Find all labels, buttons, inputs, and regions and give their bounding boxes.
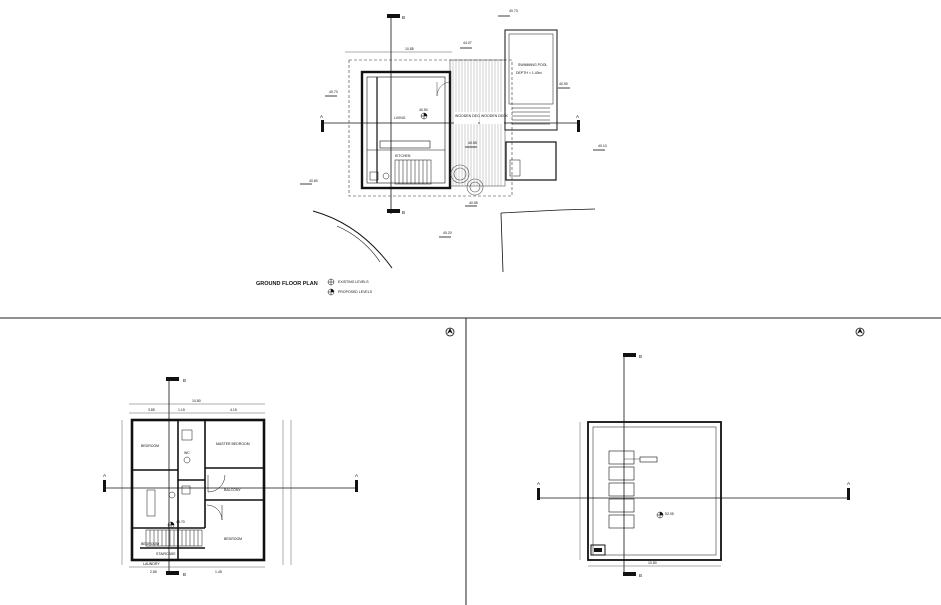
room-laundry: LAUNDRY <box>143 562 160 566</box>
first-section-a-left: A <box>103 473 106 478</box>
legend-existing-icon <box>327 278 335 286</box>
ground-section-b-bottom: B <box>402 210 405 215</box>
first-floor-plan: B B A A 10.80 3.85 1.15 4.15 2.85 1.45 <box>103 327 455 577</box>
north-arrow-icon <box>445 327 455 337</box>
level-terrace: 40.55 <box>469 201 478 205</box>
svg-text:10.80: 10.80 <box>192 399 201 403</box>
level-top-center: 44.07 <box>463 41 472 45</box>
roof-section-a-right: A <box>847 481 850 486</box>
svg-text:10.85: 10.85 <box>405 47 414 51</box>
room-bedroom-3: BEDROOM <box>141 542 159 546</box>
legend-proposed-icon <box>327 288 335 296</box>
room-bedroom-2: BEDROOM <box>224 537 242 541</box>
roof-level: 52.05 <box>665 512 674 516</box>
level-right-upper: 40.90 <box>559 82 568 86</box>
room-kitchen: KITCHEN <box>395 154 411 158</box>
room-wc: WC <box>184 451 190 455</box>
svg-text:1.45: 1.45 <box>215 570 222 574</box>
legend-proposed: PROPOSED LEVELS <box>338 290 373 294</box>
ground-section-a-left: A <box>320 114 323 119</box>
svg-text:1.15: 1.15 <box>178 408 185 412</box>
first-level: 45.70 <box>176 520 185 524</box>
first-section-b-bottom: B <box>183 572 186 577</box>
ground-floor-plan: B B A A 10.85 LIVING <box>256 9 607 296</box>
level-bottom-mid: 40.55 <box>468 141 477 145</box>
first-section-a-right: A <box>355 473 358 478</box>
room-staircase: STAIRCASE <box>156 552 176 556</box>
pool-depth: DEPTH = 1.40m <box>516 71 542 75</box>
ground-section-a-right: A <box>576 114 579 119</box>
svg-text:2.85: 2.85 <box>150 570 157 574</box>
ground-plan-title: GROUND FLOOR PLAN <box>256 281 318 287</box>
level-interior: 40.50 <box>419 108 428 112</box>
first-section-b-top: B <box>183 378 186 383</box>
room-wooden-deck-1: WOODEN DECK <box>455 114 483 118</box>
svg-text:10.80: 10.80 <box>648 561 657 565</box>
roof-section-a-left: A <box>537 481 540 486</box>
level-right-lower: 40.10 <box>598 144 607 148</box>
roof-section-b-top: B <box>639 354 642 359</box>
room-master-bedroom: MASTER BEDROOM <box>216 442 250 446</box>
room-living: LIVING <box>394 116 406 120</box>
legend-existing: EXISTING LEVELS <box>338 280 369 284</box>
roof-level-marker-icon <box>656 511 664 519</box>
level-top-right: 40.73 <box>509 9 518 13</box>
level-bottom: 40.20 <box>443 231 452 235</box>
north-arrow-icon <box>855 327 865 337</box>
roof-plan: B B A A 10.80 <box>537 327 865 578</box>
room-balcony: BALCONY <box>224 488 241 492</box>
svg-text:3.85: 3.85 <box>148 408 155 412</box>
ground-section-b-top: B <box>402 15 405 20</box>
level-left-lower: 40.80 <box>309 179 318 183</box>
level-left-upper: 40.70 <box>329 90 338 94</box>
room-bedroom-1: BEDROOM <box>141 444 159 448</box>
first-level-marker-icon <box>167 521 175 529</box>
roof-section-b-bottom: B <box>639 573 642 578</box>
room-swimming-pool: SWIMMING POOL <box>518 63 547 67</box>
svg-text:4.15: 4.15 <box>230 408 237 412</box>
room-wooden-deck-2: WOODEN DECK <box>481 114 509 118</box>
